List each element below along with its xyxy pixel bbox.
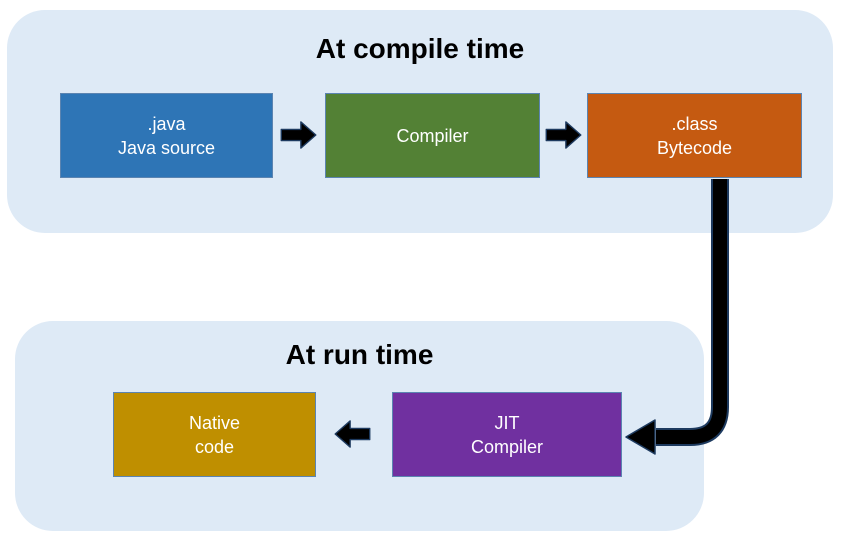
arrow-right-icon-svg <box>280 121 317 149</box>
arrow-right-icon <box>280 121 318 149</box>
jit-compiler-box-line1: JIT <box>494 412 520 433</box>
class-bytecode-box-line2: Bytecode <box>656 137 733 158</box>
arrow-right-icon-svg <box>545 121 582 149</box>
jit-compiler-box-line2: Compiler <box>470 436 544 457</box>
compiler-box: Compiler <box>325 93 540 178</box>
arrow-left-icon-svg <box>334 420 371 448</box>
class-bytecode-box-line1: .class <box>671 113 718 134</box>
native-code-box-line1: Native <box>188 412 241 433</box>
java-source-box: .java Java source <box>60 93 273 178</box>
run-time-title: At run time <box>285 339 434 370</box>
java-source-box-line2: Java source <box>117 137 216 158</box>
java-source-box-line1: .java <box>147 113 186 134</box>
compile-time-title: At compile time <box>315 33 525 64</box>
native-code-box: Native code <box>113 392 316 477</box>
jit-compiler-box: JIT Compiler <box>392 392 622 477</box>
native-code-box-line2: code <box>194 436 235 457</box>
compiler-box-line1: Compiler <box>396 125 469 146</box>
class-bytecode-box: .class Bytecode <box>587 93 802 178</box>
arrow-left-icon <box>333 420 371 448</box>
arrow-right-icon <box>545 121 583 149</box>
